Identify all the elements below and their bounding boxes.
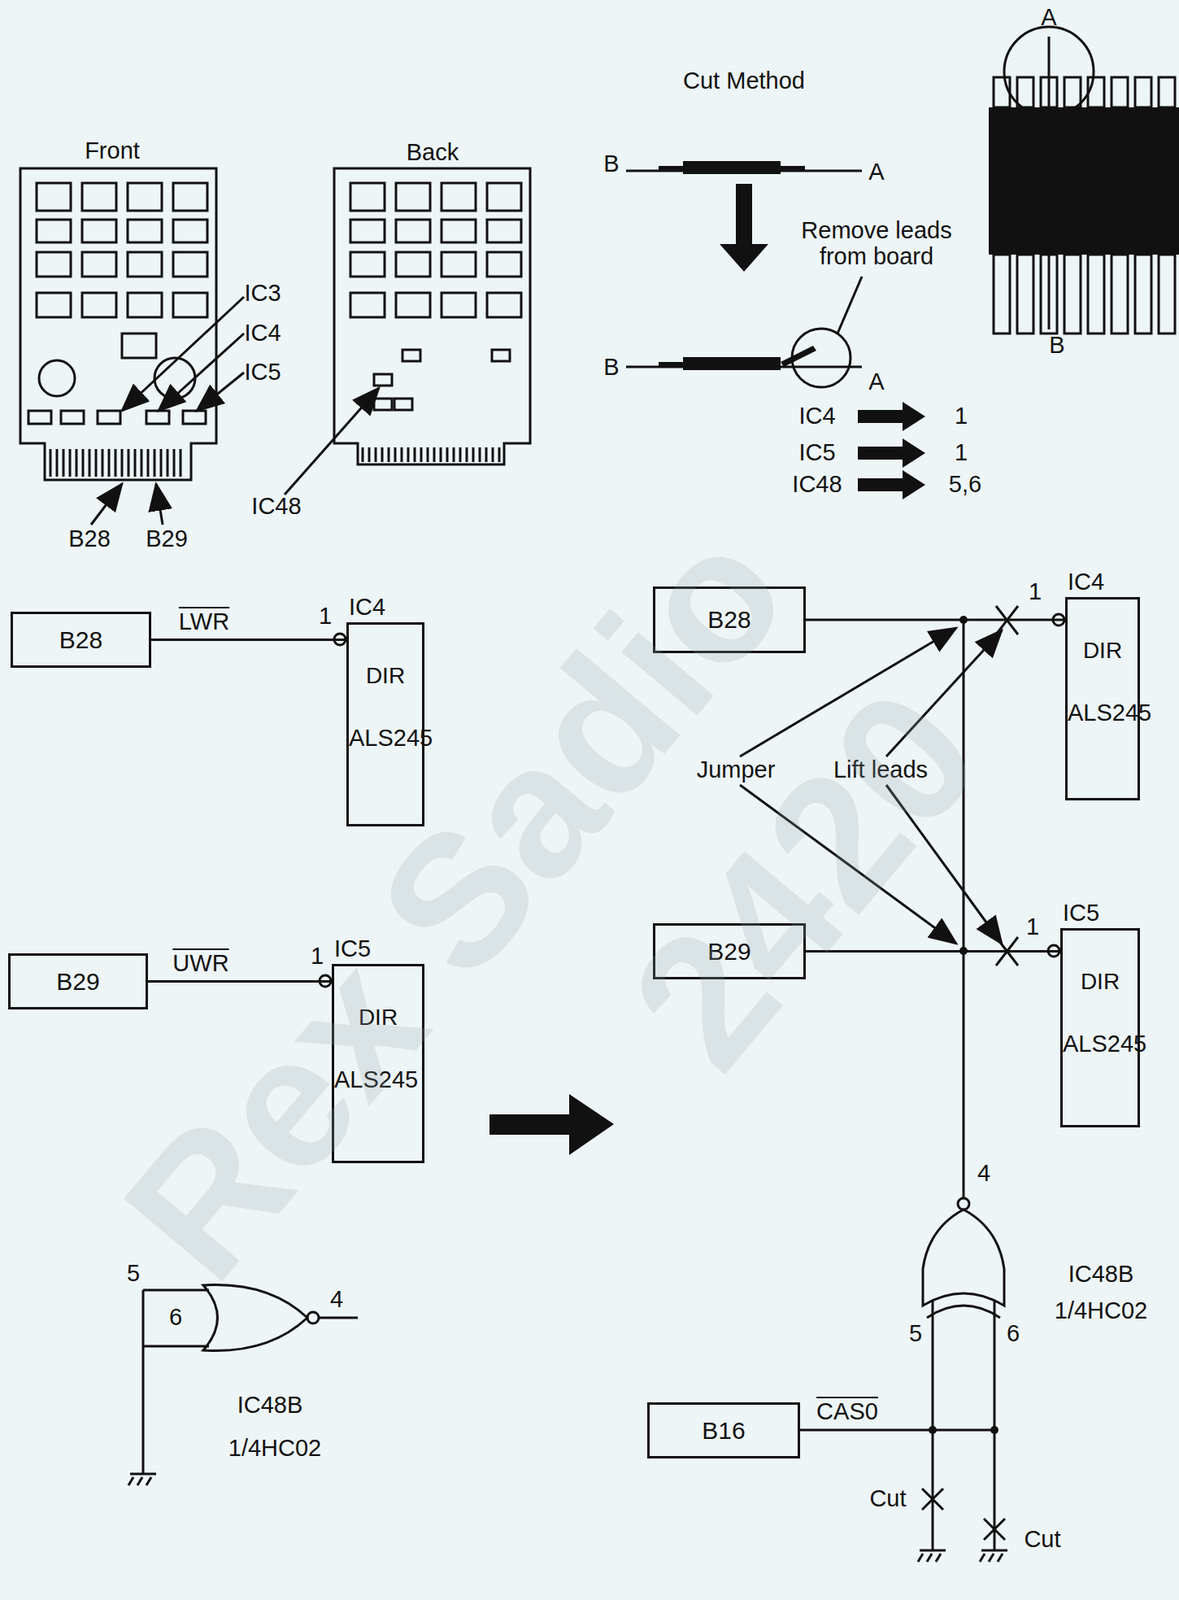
part-number: ALS245 bbox=[348, 724, 423, 752]
signal-wire bbox=[151, 638, 347, 641]
end-mark: A bbox=[868, 369, 884, 396]
pin-number: 4 bbox=[977, 1160, 991, 1187]
part-number: ALS245 bbox=[334, 1065, 423, 1093]
part-callout: IC5 bbox=[243, 359, 281, 386]
ic-chip: IC5DIRALS245 bbox=[1060, 927, 1140, 1127]
note: Jumper bbox=[696, 756, 776, 784]
connector-pin-box: B28 bbox=[10, 611, 152, 668]
connector-pin-box: B28 bbox=[652, 586, 806, 653]
heading: Cut Method bbox=[683, 68, 805, 95]
part-name: IC5 bbox=[798, 439, 836, 466]
pin-callout: B29 bbox=[145, 526, 188, 553]
end-mark: B bbox=[1048, 332, 1065, 359]
end-mark: A bbox=[1040, 4, 1057, 31]
pin-number: 6 bbox=[169, 1304, 183, 1331]
pin-number: 1 bbox=[318, 603, 332, 630]
signal-name: CAS0 bbox=[816, 1398, 879, 1425]
ic-chip: IC4DIRALS245 bbox=[346, 622, 425, 827]
pin-number: 1 bbox=[1028, 578, 1042, 605]
ic-chip: IC5DIRALS245 bbox=[331, 963, 425, 1163]
part-callout: IC3 bbox=[243, 280, 281, 307]
pin-name: DIR bbox=[334, 1004, 423, 1031]
part-callout: IC48 bbox=[251, 493, 301, 520]
pin-name: B28 bbox=[59, 626, 103, 654]
pin-number: 1 bbox=[954, 403, 968, 430]
signal-wire bbox=[147, 979, 332, 983]
connector-pin-box: B29 bbox=[652, 922, 806, 979]
pin-number: 5,6 bbox=[948, 471, 982, 498]
watermark: 2420 bbox=[588, 649, 1022, 1107]
pin-name: B28 bbox=[707, 605, 751, 634]
chip-name: IC4 bbox=[1067, 568, 1138, 596]
part-number: ALS245 bbox=[1067, 699, 1138, 727]
pin-number: 5 bbox=[909, 1320, 923, 1347]
note: Cut bbox=[1023, 1526, 1061, 1553]
pin-number: 5 bbox=[126, 1260, 140, 1287]
end-mark: B bbox=[603, 151, 619, 178]
pin-name: B16 bbox=[701, 1416, 745, 1445]
chip-name: IC5 bbox=[1062, 899, 1138, 927]
pin-name: B29 bbox=[707, 937, 751, 966]
part-callout: IC4 bbox=[243, 320, 281, 347]
ic-chip: IC4DIRALS245 bbox=[1065, 596, 1140, 801]
part-name: IC48 bbox=[791, 471, 842, 498]
signal-wire bbox=[805, 618, 1066, 622]
note: Remove leads from board bbox=[774, 217, 979, 270]
connector-pin-box: B16 bbox=[647, 1401, 801, 1458]
signal-wire bbox=[805, 949, 1061, 953]
pin-number: 1 bbox=[954, 439, 968, 466]
part-name: IC4 bbox=[798, 403, 836, 430]
note: Lift leads bbox=[833, 756, 928, 784]
pin-callout: B28 bbox=[68, 526, 111, 553]
pin-name: DIR bbox=[1067, 637, 1138, 664]
signal-name: LWR bbox=[178, 608, 230, 636]
gate-name: IC48B bbox=[237, 1392, 304, 1419]
view-title: Front bbox=[84, 138, 140, 165]
pin-number: 1 bbox=[1026, 913, 1040, 940]
chip-name: IC4 bbox=[348, 593, 423, 621]
view-title: Back bbox=[406, 139, 459, 166]
part-number: ALS245 bbox=[1062, 1030, 1138, 1058]
pin-name: B29 bbox=[56, 967, 100, 996]
pin-number: 1 bbox=[310, 943, 324, 970]
pin-name: DIR bbox=[348, 662, 423, 689]
chip-name: IC5 bbox=[334, 935, 423, 962]
part-number: 1/4HC02 bbox=[1054, 1297, 1148, 1324]
pin-number: 6 bbox=[1006, 1320, 1020, 1347]
end-mark: B bbox=[603, 354, 619, 381]
part-number: 1/4HC02 bbox=[228, 1435, 322, 1462]
note: Cut bbox=[869, 1485, 906, 1512]
pin-number: 4 bbox=[330, 1286, 344, 1313]
pin-name: DIR bbox=[1062, 968, 1138, 995]
signal-name: UWR bbox=[172, 949, 229, 977]
end-mark: A bbox=[868, 159, 884, 186]
connector-pin-box: B29 bbox=[8, 952, 148, 1010]
gate-name: IC48B bbox=[1068, 1261, 1135, 1288]
